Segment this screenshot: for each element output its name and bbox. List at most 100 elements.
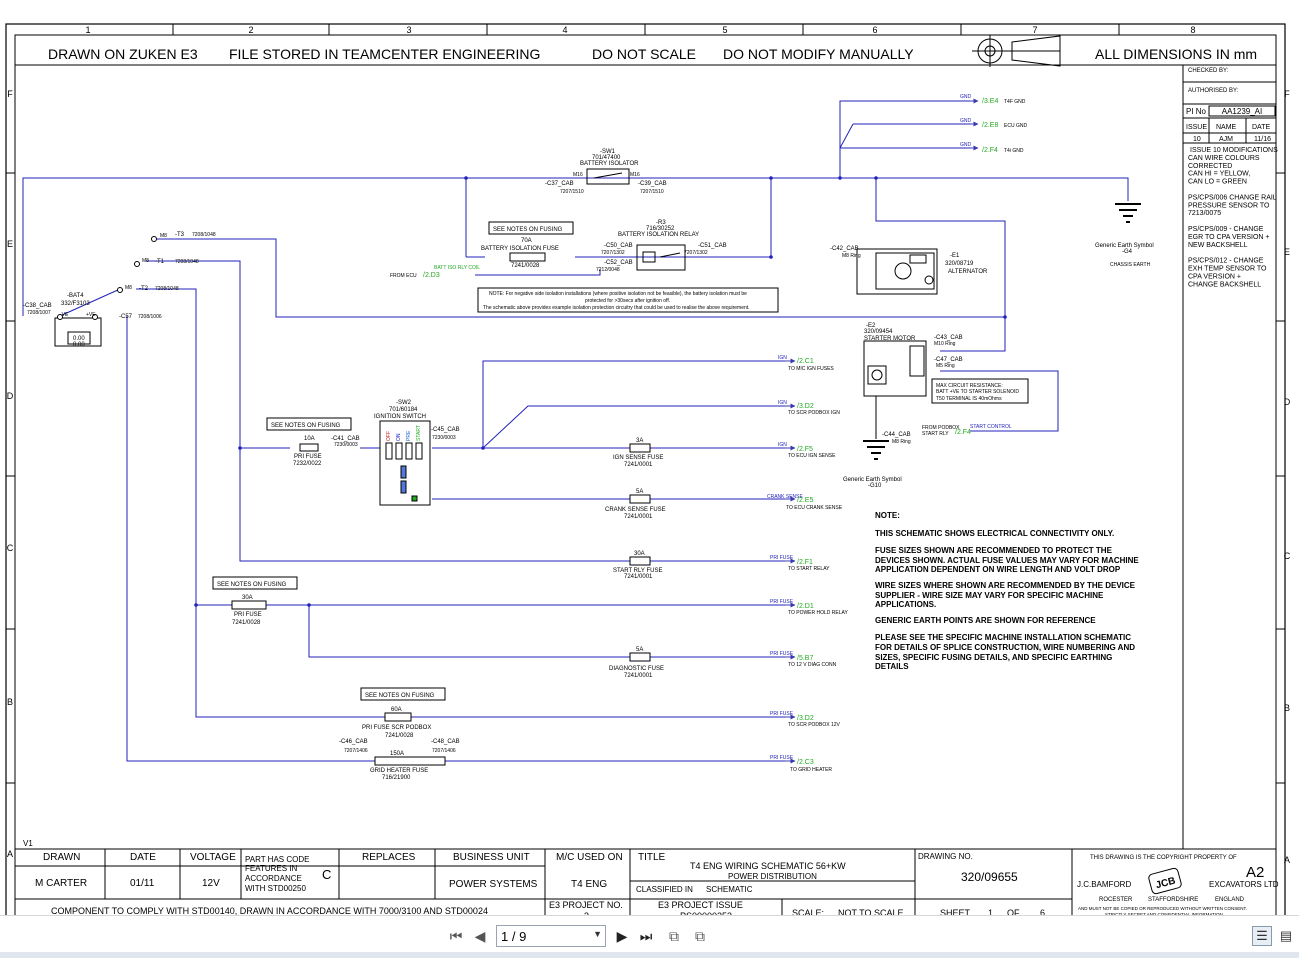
authorised-by-label: AUTHORISED BY: (1188, 88, 1239, 94)
revision-note-line: CAN WIRE COLOURS (1188, 155, 1260, 162)
pri1-rating: 10A (304, 436, 315, 442)
see-notes-label: SEE NOTES ON FUSING (493, 227, 563, 233)
t3-part: 7208/1048 (192, 232, 216, 238)
pri-fuse-tag: PRI FUSE (770, 711, 794, 717)
c41-label: -C41_CAB (331, 436, 360, 442)
continuous-view-icon: ▤ (1279, 928, 1293, 943)
isolation-note-box (477, 287, 779, 313)
t2-part: 7208/1048 (155, 286, 179, 292)
sw1-ref: -SW1 (600, 149, 616, 155)
previous-page-button[interactable]: ◀ (470, 926, 490, 946)
bat-value: 0.00 (73, 336, 85, 342)
crank-fuse-part: 7241/0001 (624, 514, 653, 520)
sw1-name: BATTERY ISOLATOR (580, 161, 639, 167)
inner-frame (14, 34, 1277, 926)
note-box-line: The schematic above provides example iso… (483, 305, 750, 311)
note-line: PLEASE SEE THE SPECIFIC MACHINE INSTALLA… (875, 633, 1131, 642)
mc-used-label: M/C USED ON (556, 852, 623, 863)
note-line: FOR DETAILS OF SPLICE CONSTRUCTION, WIRE… (875, 643, 1135, 652)
of-label: OF (1007, 908, 1020, 918)
column-labels: 1 2 3 4 5 6 7 8 1 2 3 4 5 6 7 8 (80, 25, 1201, 935)
list-view-icon: ☰ (1256, 928, 1268, 943)
g4-label: Generic Earth Symbol (1095, 243, 1154, 249)
note-line: SUPPLIER - WIRE SIZE MAY VARY FOR SPECIF… (875, 591, 1104, 600)
note-line: DETAILS (875, 662, 909, 671)
start-fuse-part: 7241/0001 (624, 574, 653, 580)
last-page-icon: ⏭ (639, 927, 653, 944)
crank-fuse-name: CRANK SENSE FUSE (605, 507, 666, 513)
copyright-text: THIS DRAWING IS THE COPYRIGHT PROPERTY O… (1090, 855, 1237, 861)
revision-note-line: PS/CPS/009 - CHANGE (1188, 226, 1264, 233)
podbox-fuse-rating: 60A (391, 707, 402, 713)
outer-frame (5, 23, 1286, 935)
ref-e4: /3.E4 (982, 98, 998, 105)
do-not-modify-text: DO NOT MODIFY MANUALLY (723, 46, 914, 62)
m8-label: M8 (142, 258, 149, 264)
continuous-view-button[interactable]: ▤ (1276, 926, 1296, 946)
revision-note-line: CAN LO = GREEN (1188, 179, 1247, 186)
chassis-earth-label: CHASSIS EARTH (1110, 262, 1151, 268)
rotate-button[interactable]: ⧉ (664, 926, 684, 946)
first-page-button[interactable]: ⏮ (446, 926, 466, 946)
max-res-line: BATT +VE TO STARTER SOLENOID (936, 389, 1019, 395)
next-page-button[interactable]: ▶ (612, 926, 632, 946)
logo-text: JCB (1155, 876, 1177, 892)
date-value: 01/11 (130, 878, 155, 889)
battery-isolation-fuse (509, 252, 546, 262)
c39-part: 7207/1510 (640, 189, 664, 195)
diag-fuse-name: DIAGNOSTIC FUSE (609, 666, 664, 672)
max-res-line: T50 TERMINAL IS 40mOhms (936, 396, 1002, 402)
row-label: B (7, 697, 13, 707)
note-line: THIS SCHEMATIC SHOWS ELECTRICAL CONNECTI… (875, 529, 1114, 538)
see-notes-label: SEE NOTES ON FUSING (365, 693, 435, 699)
pri2-rating: 30A (242, 595, 253, 601)
note-line: GENERIC EARTH POINTS ARE SHOWN FOR REFER… (875, 616, 1096, 625)
starter-motor-icon (863, 340, 927, 397)
ref-c3: /2.C3 (797, 759, 814, 766)
classified-label: CLASSIFIED IN (636, 885, 693, 894)
e3-project-label: E3 PROJECT NO. (549, 900, 623, 910)
revision-block: CHECKED BY: AUTHORISED BY: PI No AA1239_… (1183, 68, 1278, 288)
ref-e5: /2.E5 (797, 497, 813, 504)
revision-note-line: CPA VERSION + (1188, 273, 1241, 280)
row-label: B (1284, 703, 1290, 713)
t1-part: 7208/1048 (175, 259, 199, 265)
row-label: D (1284, 397, 1291, 407)
sheet-size: A2 (1246, 864, 1264, 881)
c42-label: -C42_CAB (830, 246, 859, 252)
c51-part: 7207/1302 (684, 250, 708, 256)
part-code-line: WITH STD00250 (245, 884, 306, 893)
copy-button[interactable]: ⧉ (690, 926, 710, 946)
part-code-line: ACCORDANCE (245, 874, 302, 883)
page-selector[interactable]: 1 / 9 ▼ (496, 925, 606, 947)
drawing-subtitle: POWER DISTRIBUTION (728, 872, 817, 881)
row-label: E (1284, 247, 1290, 257)
pri-fuse-tag: PRI FUSE (770, 555, 794, 561)
c48-label: -C48_CAB (431, 739, 460, 745)
max-res-line: MAX CIRCUIT RESISTANCE: (936, 383, 1003, 389)
wires (22, 100, 1129, 762)
single-page-view-button[interactable]: ☰ (1252, 926, 1272, 946)
col-label: 6 (872, 25, 877, 35)
c44-label: -C44_CAB (882, 432, 911, 438)
part-code-line: FEATURES IN (245, 864, 298, 873)
checked-by-label: CHECKED BY: (1188, 68, 1229, 74)
t4i-gnd-label: T4i GND (1004, 148, 1024, 154)
col-label: 5 (722, 25, 727, 35)
c41-part: 7230/0003 (334, 442, 358, 448)
ign-fuse-name: IGN SENSE FUSE (613, 455, 663, 461)
gnd-label: GND (960, 142, 972, 148)
switch-positions: OFF ON PRE START (386, 425, 422, 441)
bif-name: BATTERY ISOLATION FUSE (481, 246, 559, 252)
last-page-button[interactable]: ⏭ (636, 926, 656, 946)
c38-part: 7208/1007 (27, 310, 51, 316)
fuse-icons (231, 443, 651, 766)
switch-off-label: OFF (386, 431, 392, 441)
sw2-ref: -SW2 (396, 400, 412, 406)
revision-note-line: EGR TO CPA VERSION + (1188, 234, 1270, 241)
from-podbox-label: FROM PODBOX (922, 425, 960, 431)
row-label: C (7, 543, 14, 553)
m16-label: M16 (573, 172, 583, 178)
file-stored-text: FILE STORED IN TEAMCENTER ENGINEERING (229, 46, 540, 62)
